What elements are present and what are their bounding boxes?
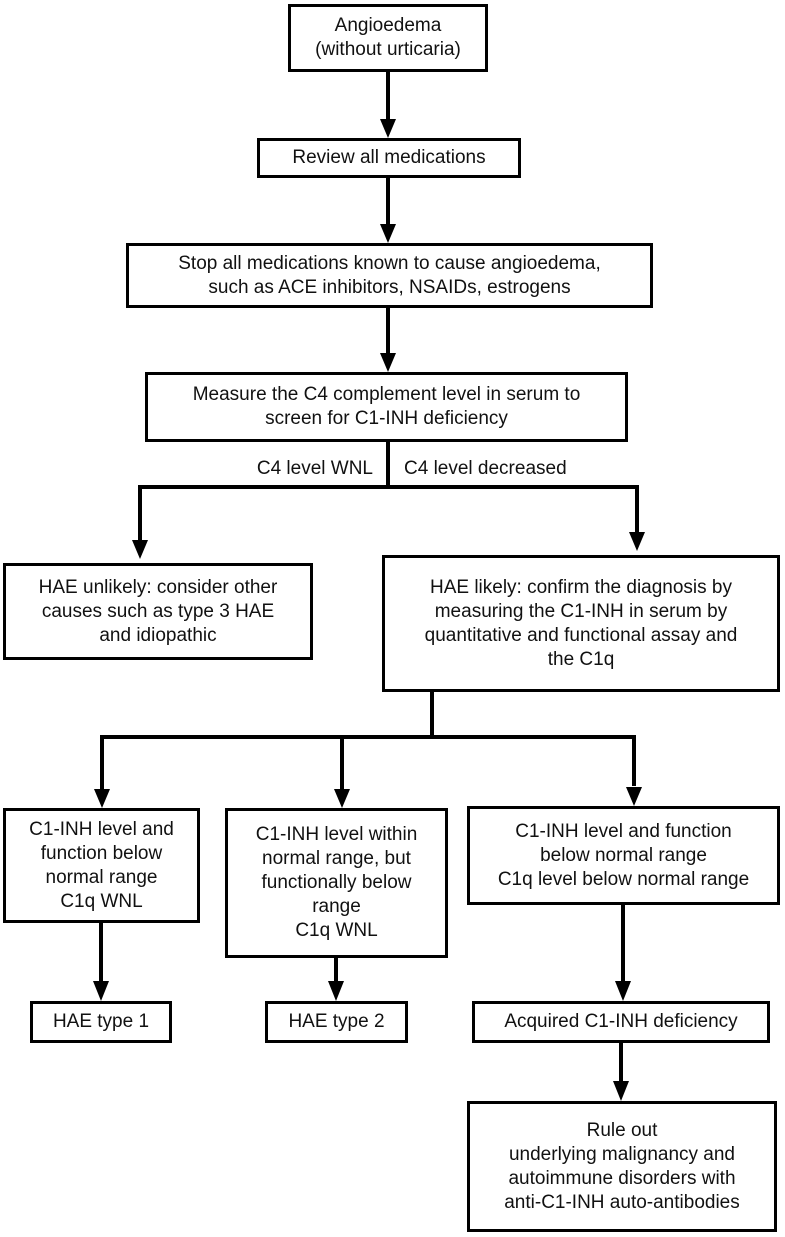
branch-c1inh: [100, 735, 636, 790]
node-criteria-acquired: C1-INH level and function below normal r…: [467, 806, 780, 905]
arrowhead-criteria-acquired: [626, 787, 642, 806]
node-review-medications: Review all medications: [257, 138, 521, 178]
arrowhead-stop-to-measure: [380, 353, 396, 372]
branch-label-c4-decreased: C4 level decreased: [404, 458, 567, 479]
arrowhead-criteria-type2: [334, 789, 350, 808]
arrowhead-to-hae-type1: [93, 981, 109, 1001]
node-measure-c4: Measure the C4 complement level in serum…: [145, 372, 628, 442]
node-acquired-deficiency: Acquired C1-INH deficiency: [472, 1001, 770, 1043]
arrowhead-to-hae-type2: [328, 981, 344, 1001]
node-criteria-hae-type2: C1-INH level within normal range, but fu…: [225, 808, 448, 958]
node-criteria-hae-type1: C1-INH level and function below normal r…: [3, 808, 200, 923]
node-hae-type1: HAE type 1: [30, 1001, 172, 1043]
arrowhead-review-to-stop: [380, 224, 396, 243]
node-stop-medications: Stop all medications known to cause angi…: [126, 243, 653, 308]
arrowhead-to-rule-out: [613, 1081, 629, 1101]
arrowhead-criteria-type1: [94, 789, 110, 808]
arrowhead-c4-wnl: [132, 540, 148, 559]
node-hae-type2: HAE type 2: [265, 1001, 408, 1043]
branch-c4: [138, 485, 639, 541]
branch-label-c4-wnl: C4 level WNL: [256, 458, 373, 479]
arrowhead-angioedema-to-review: [380, 119, 396, 138]
node-hae-likely: HAE likely: confirm the diagnosis by mea…: [382, 555, 780, 692]
arrowhead-c4-decreased: [629, 532, 645, 551]
node-angioedema: Angioedema (without urticaria): [288, 4, 488, 72]
arrowhead-to-acquired: [615, 981, 631, 1001]
node-hae-unlikely: HAE unlikely: consider other causes such…: [3, 563, 313, 660]
node-rule-out-malignancy: Rule out underlying malignancy and autoi…: [467, 1101, 777, 1232]
